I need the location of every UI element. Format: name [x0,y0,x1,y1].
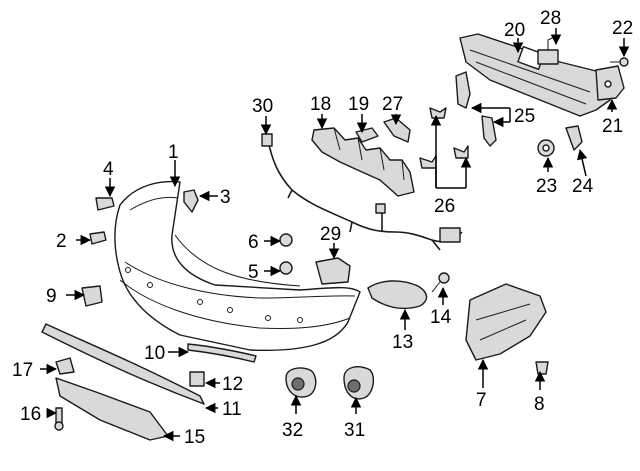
callout-10: 10 [144,343,165,364]
lower-trim-11-part[interactable] [41,323,205,405]
screw-26-c-part[interactable] [453,145,469,159]
callout-5: 5 [248,262,259,283]
callout-19: 19 [348,94,369,115]
panel-17-part[interactable] [55,357,75,375]
callout-26: 26 [434,196,455,217]
callout-11: 11 [222,399,242,420]
callout-27: 27 [382,94,403,115]
molding-10-part[interactable] [187,343,257,363]
side-bracket-7-part[interactable] [465,283,547,361]
fastener-5-part[interactable] [279,261,293,275]
pin-3-part[interactable] [183,189,199,213]
callout-7: 7 [476,390,487,411]
bolt-8-part[interactable] [535,361,549,375]
callout-21: 21 [602,116,623,137]
callout-16: 16 [20,404,41,425]
nut-23-part[interactable] [537,139,555,157]
callout-25: 25 [514,106,535,127]
callout-32: 32 [282,420,303,441]
callout-labels: 1 2 3 4 5 6 7 8 9 10 11 12 13 14 15 16 1… [12,8,633,448]
callout-12: 12 [222,374,243,395]
callout-4: 4 [103,159,114,180]
bolt-22-part[interactable] [610,57,629,67]
bolt-14-part[interactable] [431,272,450,293]
callout-17: 17 [12,360,33,381]
screw-16-part[interactable] [54,407,64,431]
leader-lines [40,28,630,442]
callout-14: 14 [430,307,452,328]
sensor-28-part[interactable] [537,35,559,65]
reinforcement-beam-part[interactable] [459,33,613,117]
bracket-24-part[interactable] [565,125,583,151]
callout-22: 22 [612,18,633,39]
screw-26-a-part[interactable] [429,107,447,119]
callout-20: 20 [504,20,525,41]
bolt-4-part[interactable] [95,197,115,211]
callout-15: 15 [184,427,205,448]
retainer-12-part[interactable] [189,371,205,387]
reflector-13-part[interactable] [367,280,428,310]
wiring-harness-part[interactable] [261,133,463,251]
callout-28: 28 [540,8,561,29]
parking-sensor-32-part[interactable] [285,367,317,398]
panel-15-part[interactable] [55,377,169,441]
clip-9-part[interactable] [81,285,103,307]
bracket-27-part[interactable] [383,117,411,143]
callout-23: 23 [536,176,557,197]
module-29-part[interactable] [315,257,351,285]
side-bracket-21-part[interactable] [595,65,625,101]
callout-13: 13 [392,332,413,353]
bumper-cover-part[interactable] [114,180,361,352]
callout-3: 3 [220,187,231,208]
bolt-2-part[interactable] [89,231,107,245]
screw-26-b-part[interactable] [419,155,437,169]
callout-24: 24 [572,176,594,197]
callout-18: 18 [310,94,331,115]
callout-1: 1 [168,142,179,163]
callout-8: 8 [534,394,545,415]
fastener-6-part[interactable] [279,233,293,247]
callout-31: 31 [344,420,365,441]
callout-2: 2 [56,231,67,252]
callout-9: 9 [46,286,57,307]
bracket-25-lower-part[interactable] [481,115,497,147]
callout-29: 29 [320,224,341,245]
parking-sensor-31-part[interactable] [343,366,375,400]
energy-absorber-part[interactable] [311,127,415,197]
bracket-25-upper-part[interactable] [455,71,471,109]
callout-6: 6 [248,232,259,253]
callout-30: 30 [252,96,273,117]
